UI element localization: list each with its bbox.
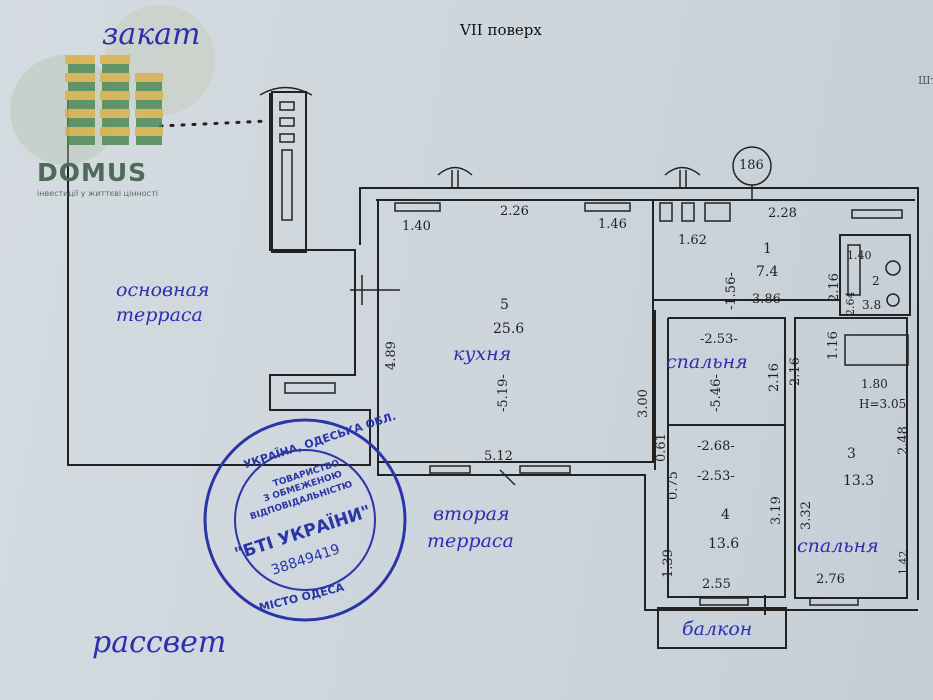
dim-2-64: 2.64 <box>844 291 857 317</box>
domus-logo-text: DOMUS <box>37 158 148 187</box>
domus-logo-tagline: інвестиції у життєві цінності <box>37 189 158 198</box>
label-kitchen: кухня <box>453 343 512 365</box>
dim-5-46: -5.46- <box>709 374 724 412</box>
room-3-number: 3 <box>847 446 856 462</box>
room-2-number: 2 <box>872 274 880 288</box>
label-second-terrace-1: вторая <box>433 503 510 525</box>
dim-ceiling-height: H=3.05 <box>859 397 907 411</box>
dim-2-55: 2.55 <box>702 577 731 592</box>
ventilation-shaft <box>271 91 307 253</box>
floor-title: VII поверх <box>460 21 542 39</box>
dim-5-19: -5.19- <box>496 374 511 412</box>
room-2-area: 3.8 <box>862 298 882 312</box>
label-sunrise: рассвет <box>92 625 227 660</box>
dim-2-16-bed3: 2.16 <box>788 357 803 386</box>
label-second-terrace-2: терраса <box>427 530 514 552</box>
outer-wall-top <box>359 187 919 600</box>
dim-3-19: 3.19 <box>769 496 784 525</box>
room-5-number: 5 <box>500 297 509 313</box>
room-4-area: 13.6 <box>708 536 740 552</box>
label-bedroom-1: спальня <box>666 351 748 373</box>
dim-1-16: 1.16 <box>826 331 841 360</box>
dim-2-16-bed4: 2.16 <box>767 363 782 392</box>
dim-5-12: 5.12 <box>484 449 513 464</box>
dim-2-68: -2.68- <box>697 439 735 454</box>
dim-1-80: 1.80 <box>861 377 888 391</box>
dim-2-26: 2.26 <box>500 204 529 219</box>
dim-2-48: 2.48 <box>896 426 911 455</box>
room-1-area: 7.4 <box>756 264 779 280</box>
edge-text: Штамп <box>918 74 933 87</box>
bti-stamp-seal <box>203 418 407 622</box>
dim-3-00: 3.00 <box>636 389 651 418</box>
dim-1-46: 1.46 <box>598 217 627 232</box>
bathroom-outline <box>839 234 911 316</box>
label-balcony: балкон <box>682 618 753 640</box>
dim-4-89: 4.89 <box>384 341 399 370</box>
room-4-number: 4 <box>721 507 730 523</box>
plan-number: 186 <box>739 158 764 173</box>
main-terrace-outline <box>67 93 371 466</box>
bedroom-4-outline <box>667 317 786 598</box>
dim-1-42: 1.42 <box>897 550 910 576</box>
dim-2-76: 2.76 <box>816 572 845 587</box>
dim-0-75: 0.75 <box>666 471 681 500</box>
label-sunset: закат <box>102 17 201 52</box>
dim-2-53-lower: -2.53- <box>697 469 735 484</box>
label-bedroom-2: спальня <box>797 535 879 557</box>
label-main-terrace-2: терраса <box>116 304 203 326</box>
second-terrace-outline <box>377 462 918 611</box>
dim-1-62: 1.62 <box>678 233 707 248</box>
dim-2-16-room1: 2.16 <box>827 273 842 302</box>
kitchen-outline <box>377 199 654 463</box>
dim-1-39: 1.39 <box>661 549 676 578</box>
dim-1-40-kitchen: 1.40 <box>402 219 431 234</box>
label-main-terrace-1: основная <box>116 279 210 301</box>
balcony-outline <box>657 607 787 649</box>
domus-logo-graphic <box>10 5 215 165</box>
dim-1-40-bath: 1.40 <box>847 249 872 262</box>
dim-2-53-upper: -2.53- <box>700 332 738 347</box>
dim-2-28: 2.28 <box>768 206 797 221</box>
dim-3-86: 3.86 <box>752 292 781 307</box>
dim-0-61: 0.61 <box>654 433 669 462</box>
room-5-area: 25.6 <box>493 321 525 337</box>
dim-1-56: -1.56- <box>724 272 739 310</box>
room-3-area: 13.3 <box>843 473 875 489</box>
room-1-number: 1 <box>763 241 772 257</box>
dim-3-32: 3.32 <box>799 501 814 530</box>
